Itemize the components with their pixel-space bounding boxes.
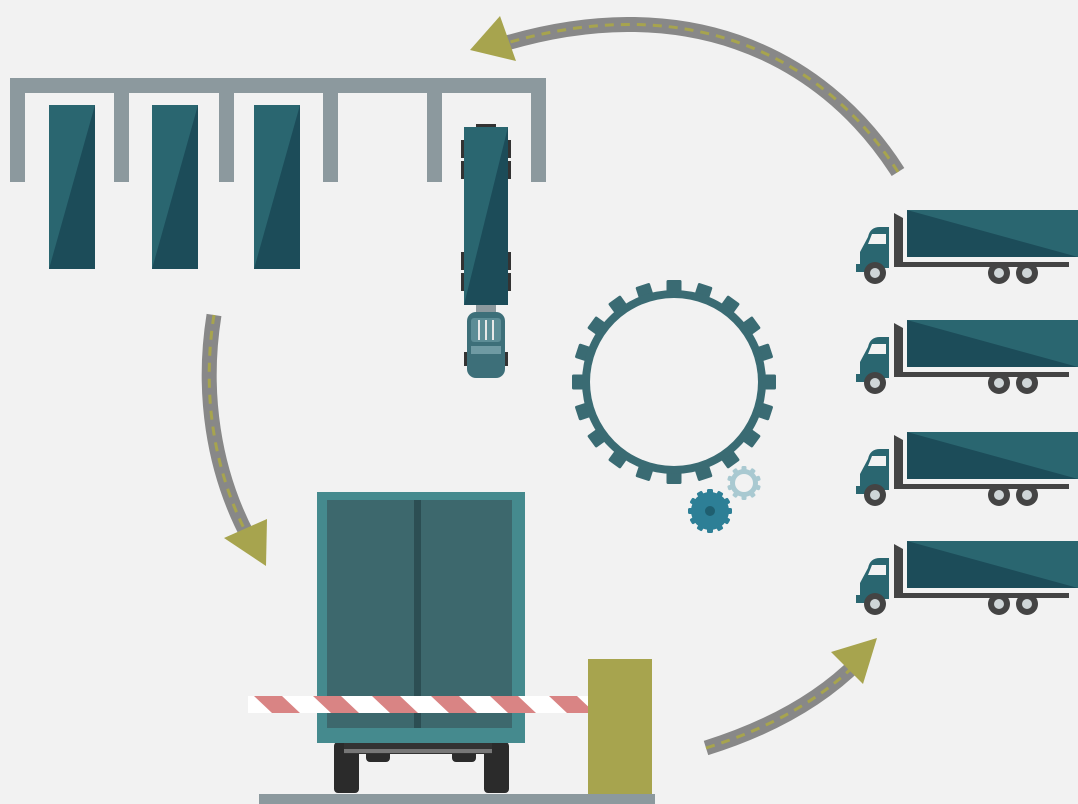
gate-post [588, 659, 652, 795]
truck-icon [856, 210, 1078, 284]
truck-icon [856, 541, 1078, 615]
gate-checkpoint [248, 492, 655, 804]
loading-dock [10, 78, 546, 378]
truck-rear-icon [317, 492, 525, 793]
truck-icon [856, 320, 1078, 394]
docking-truck-icon [461, 124, 511, 378]
truck-fleet [856, 210, 1078, 615]
parked-trailer [49, 105, 95, 269]
gears-icon [572, 280, 776, 533]
parked-trailer [254, 105, 300, 269]
arrow-gate-to-fleet [706, 638, 877, 748]
ground-line [259, 794, 655, 804]
large-gear-icon [572, 280, 776, 484]
small-light-gear-icon [727, 466, 761, 500]
parked-trailer [152, 105, 198, 269]
small-blue-gear-icon [688, 489, 732, 533]
barrier-arm [248, 696, 595, 713]
truck-icon [856, 432, 1078, 506]
arrow-dock-to-gate [209, 315, 267, 566]
